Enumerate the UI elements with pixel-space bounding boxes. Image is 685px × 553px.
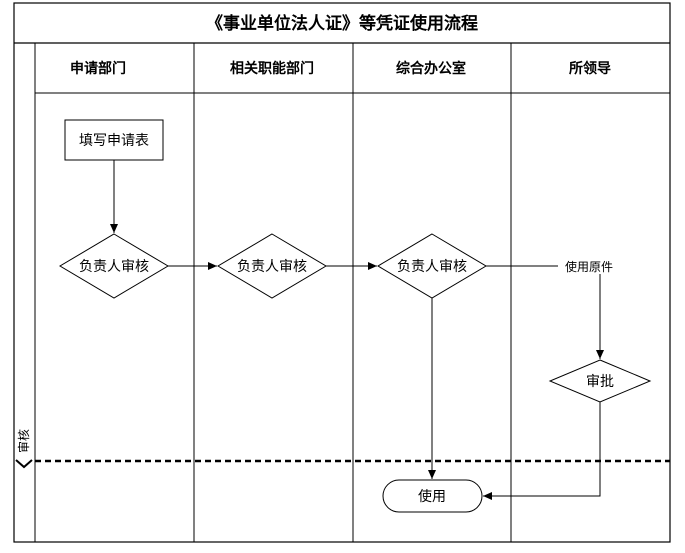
node-approve-label: 审批 <box>586 374 614 390</box>
node-review-applicant <box>59 233 169 299</box>
node-review-office-label: 负责人审核 <box>397 259 467 275</box>
node-review-functional <box>217 233 327 299</box>
phase-chevron-icon <box>15 459 33 469</box>
edge-label-use-original: 使用原件 <box>565 259 613 274</box>
node-use-label: 使用 <box>418 488 446 505</box>
node-review-functional-label: 负责人审核 <box>237 259 307 275</box>
lane-header-office: 综合办公室 <box>396 60 466 77</box>
lane-header-leadership: 所领导 <box>569 60 611 77</box>
phase-label: 审核 <box>16 429 31 453</box>
diagram-title: 《事业单位法人证》等凭证使用流程 <box>206 13 478 34</box>
node-review-applicant-label: 负责人审核 <box>79 259 149 275</box>
lane-header-functional: 相关职能部门 <box>230 60 314 77</box>
node-fill-form <box>64 119 164 161</box>
node-fill-form-label: 填写申请表 <box>79 133 149 149</box>
lane-header-applicant: 申请部门 <box>70 60 126 77</box>
edge-approve-to-use <box>483 402 601 500</box>
node-use <box>382 479 483 513</box>
edge-label-background <box>558 258 620 274</box>
